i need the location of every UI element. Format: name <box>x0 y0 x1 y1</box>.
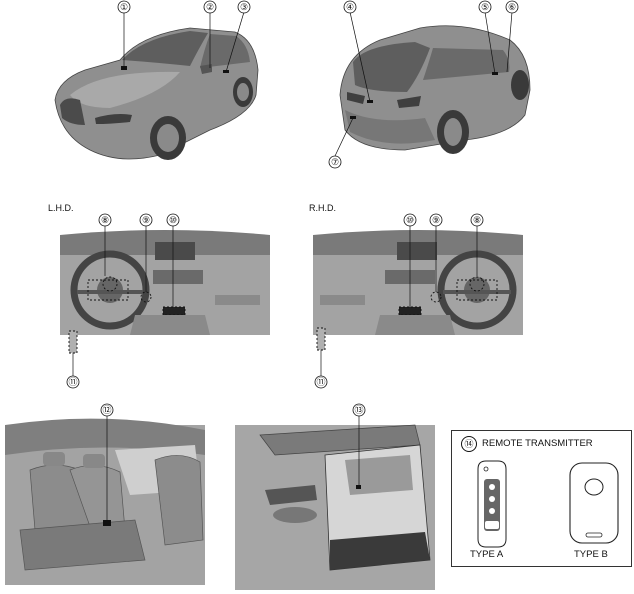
rear-seat-illustration: ⑫ <box>5 403 205 585</box>
callout-7: ⑦ <box>328 155 342 169</box>
callout-13: ⑬ <box>352 403 366 417</box>
rear-car-illustration: ④ ⑤ ⑥ ⑦ <box>328 0 531 169</box>
svg-text:⑩: ⑩ <box>169 215 177 225</box>
callout-10-lhd: ⑩ <box>166 213 180 227</box>
svg-text:⑦: ⑦ <box>331 157 339 167</box>
callout-10-rhd: ⑩ <box>403 213 417 227</box>
svg-text:⑬: ⑬ <box>354 405 363 415</box>
svg-text:⑨: ⑨ <box>432 215 440 225</box>
type-b-label: TYPE B <box>574 549 608 560</box>
rhd-label: R.H.D. <box>309 203 336 213</box>
callout-5: ⑤ <box>478 0 492 14</box>
callout-9-rhd: ⑨ <box>429 213 443 227</box>
svg-text:⑧: ⑧ <box>473 215 481 225</box>
svg-text:⑩: ⑩ <box>406 215 414 225</box>
front-car-illustration: ① ② ③ <box>54 0 259 160</box>
callout-12: ⑫ <box>100 403 114 417</box>
callout-8-lhd: ⑧ <box>98 213 112 227</box>
svg-text:③: ③ <box>240 2 248 12</box>
callout-4: ④ <box>343 0 357 14</box>
remote-transmitter-title: REMOTE TRANSMITTER <box>482 438 593 449</box>
remote-type-a-icon <box>477 460 507 548</box>
rhd-dashboard-illustration: ⑩ ⑨ ⑧ ⑪ <box>313 213 523 389</box>
callout-8-rhd: ⑧ <box>470 213 484 227</box>
lhd-dashboard-illustration: ⑧ ⑨ ⑩ ⑪ <box>60 213 270 389</box>
callout-11-rhd: ⑪ <box>314 375 328 389</box>
svg-text:⑥: ⑥ <box>508 2 516 12</box>
callout-14: ⑭ <box>461 436 477 452</box>
svg-text:④: ④ <box>346 2 354 12</box>
callout-9-lhd: ⑨ <box>139 213 153 227</box>
remote-type-b-icon <box>569 462 619 544</box>
svg-text:⑪: ⑪ <box>68 377 77 387</box>
svg-text:⑤: ⑤ <box>481 2 489 12</box>
svg-text:②: ② <box>206 2 214 12</box>
callout-1: ① <box>117 0 131 14</box>
callout-6: ⑥ <box>505 0 519 14</box>
remote-transmitter-panel: ⑭ REMOTE TRANSMITTER TYPE A TYPE B <box>451 430 632 567</box>
lhd-label: L.H.D. <box>48 203 74 213</box>
type-a-label: TYPE A <box>470 549 504 560</box>
svg-text:⑨: ⑨ <box>142 215 150 225</box>
cargo-area-illustration: ⑬ <box>235 403 435 590</box>
callout-11-lhd: ⑪ <box>66 375 80 389</box>
svg-text:⑧: ⑧ <box>101 215 109 225</box>
callout-3: ③ <box>237 0 251 14</box>
callout-2: ② <box>203 0 217 14</box>
svg-text:①: ① <box>120 2 128 12</box>
svg-text:⑫: ⑫ <box>102 405 111 415</box>
svg-text:⑪: ⑪ <box>316 377 325 387</box>
